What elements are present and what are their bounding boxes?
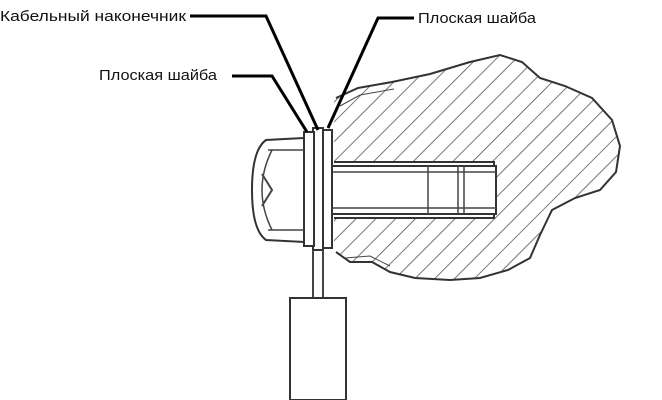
- cable: [289, 250, 347, 400]
- leader-flat-washer-top: [326, 16, 414, 129]
- bolt-head: [250, 136, 305, 244]
- label-flat-washer-left: Плоская шайба: [99, 67, 218, 84]
- flat-washer-left: [303, 131, 315, 247]
- leader-flat-washer-left: [232, 74, 309, 133]
- bolt-shank: [325, 165, 497, 215]
- label-cable-lug: Кабельный наконечник: [0, 8, 186, 25]
- leader-lines: [190, 14, 414, 133]
- leader-cable-lug: [190, 14, 320, 131]
- label-flat-washer-top: Плоская шайба: [418, 10, 537, 27]
